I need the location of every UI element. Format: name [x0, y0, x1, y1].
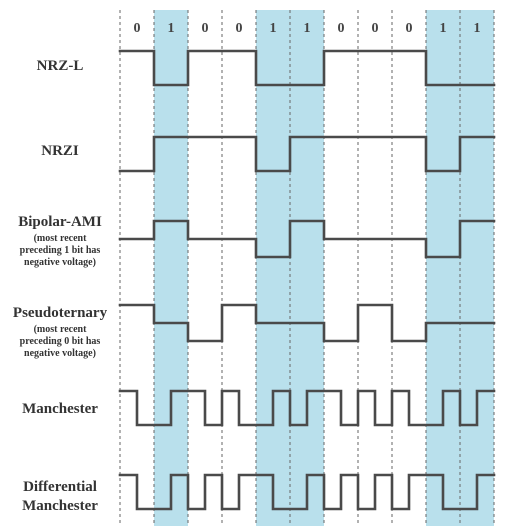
differential-manchester-waveform	[118, 473, 496, 511]
one-bit-band	[154, 10, 188, 526]
encoding-title: NRZ-L	[37, 58, 84, 74]
nrz-l-waveform	[118, 49, 496, 87]
one-bit-band	[460, 10, 494, 526]
one-bit-band	[426, 10, 460, 526]
encoding-title-line2: Manchester	[22, 498, 98, 514]
nrzi-waveform	[118, 135, 496, 173]
bit-label: 1	[270, 21, 277, 36]
bit-label: 0	[236, 21, 243, 36]
one-bit-band	[256, 10, 290, 526]
row-nrzi: NRZI	[41, 135, 496, 173]
encoding-note: negative voltage)	[24, 348, 96, 359]
encoding-title: Pseudoternary	[13, 305, 108, 321]
manchester-waveform	[118, 389, 496, 427]
one-bit-band	[290, 10, 324, 526]
bit-label: 1	[440, 21, 447, 36]
bipolar-ami-waveform	[118, 219, 496, 259]
row-manchester: Manchester	[22, 389, 496, 427]
bit-label: 0	[406, 21, 413, 36]
bit-label: 1	[168, 21, 175, 36]
encoding-title: Bipolar-AMI	[18, 214, 102, 230]
encoding-note: (most recent	[34, 324, 88, 335]
bit-label: 1	[304, 21, 311, 36]
bit-label: 0	[338, 21, 345, 36]
encoding-note: (most recent	[34, 233, 88, 244]
encoding-note: preceding 1 bit has	[20, 245, 101, 256]
encoding-title: Differential	[23, 479, 97, 495]
bit-label: 0	[202, 21, 209, 36]
bit-label: 0	[134, 21, 141, 36]
pseudoternary-waveform	[118, 303, 496, 343]
encoding-note: preceding 0 bit has	[20, 336, 101, 347]
encoding-note: negative voltage)	[24, 257, 96, 268]
bit-label: 1	[474, 21, 481, 36]
encoding-title: NRZI	[41, 143, 79, 159]
row-nrz-l: NRZ-L	[37, 49, 496, 87]
bit-label: 0	[372, 21, 379, 36]
encoding-title: Manchester	[22, 401, 98, 417]
